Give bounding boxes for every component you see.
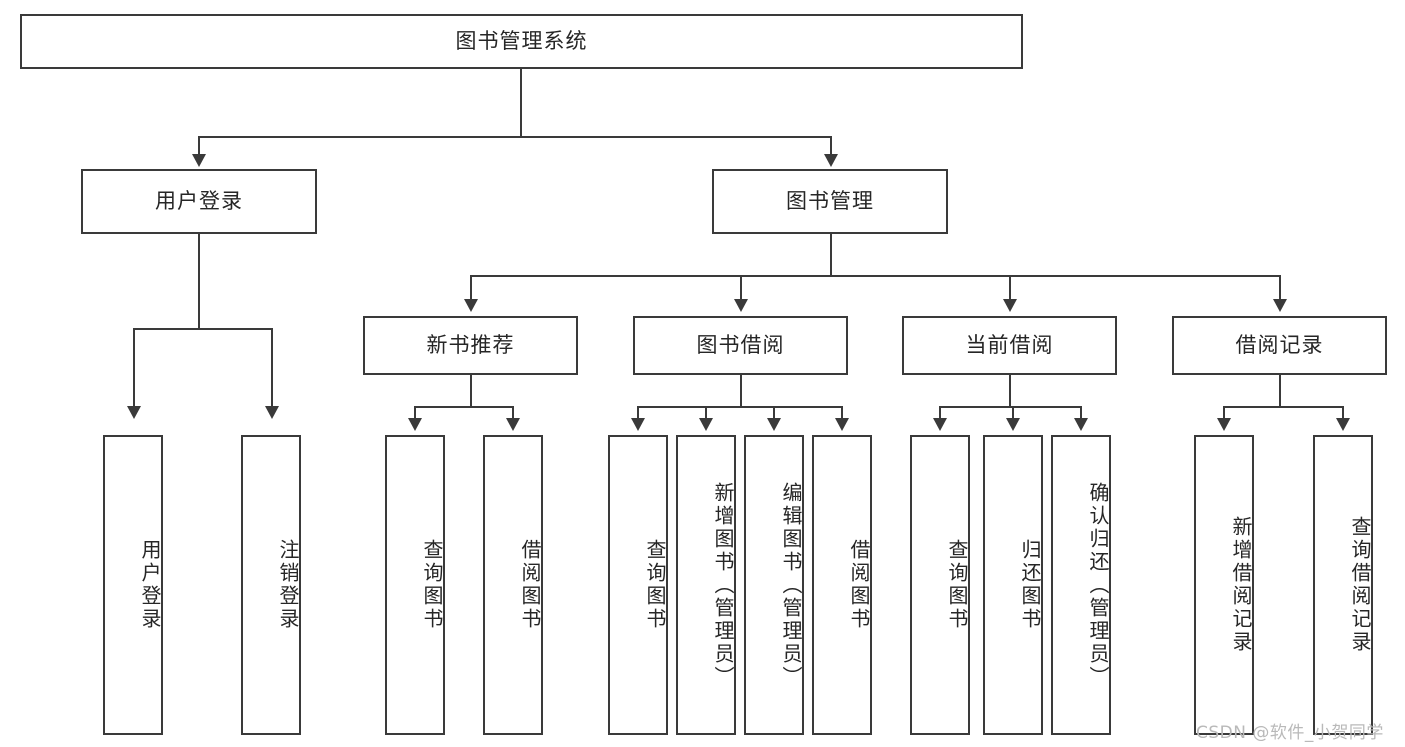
arrowhead-borrow: [734, 299, 748, 312]
connector-record-to-leaf1: [1223, 406, 1225, 420]
connector-newbook-stem: [470, 375, 472, 407]
node-new-book-recommend[interactable]: 新书推荐: [363, 316, 578, 375]
leaf-add-borrow-record[interactable]: 新增借阅记录: [1194, 435, 1254, 735]
arrowhead-borrow-leaf3: [767, 418, 781, 431]
arrowhead-record-leaf1: [1217, 418, 1231, 431]
node-label: 新增借阅记录: [1229, 516, 1253, 654]
connector-root-to-user-login: [198, 136, 200, 156]
leaf-query-book-borrow[interactable]: 查询图书: [608, 435, 668, 735]
node-root-book-management-system[interactable]: 图书管理系统: [20, 14, 1023, 69]
arrowhead-borrow-leaf2: [699, 418, 713, 431]
node-label: 确认归还（管理员）: [1086, 481, 1110, 689]
connector-current-to-leaf1: [939, 406, 941, 420]
connector-user-login-bus: [133, 328, 271, 330]
node-book-management[interactable]: 图书管理: [712, 169, 948, 234]
arrowhead-leaf-user-login: [127, 406, 141, 419]
arrowhead-borrow-leaf1: [631, 418, 645, 431]
node-label: 查询图书: [420, 539, 444, 631]
connector-book-mgmt-to-current: [1009, 275, 1011, 300]
connector-book-mgmt-stem: [830, 234, 832, 276]
node-label: 查询图书: [643, 539, 667, 631]
node-label: 编辑图书（管理员）: [779, 481, 803, 689]
connector-user-login-stem: [198, 234, 200, 329]
arrowhead-record: [1273, 299, 1287, 312]
node-current-borrow[interactable]: 当前借阅: [902, 316, 1117, 375]
leaf-return-book[interactable]: 归还图书: [983, 435, 1043, 735]
connector-borrow-bus: [637, 406, 843, 408]
connector-newbook-to-leaf1: [414, 406, 416, 420]
arrowhead-newbook-leaf2: [506, 418, 520, 431]
node-label: 用户登录: [155, 189, 243, 214]
arrowhead-record-leaf2: [1336, 418, 1350, 431]
node-label: 新书推荐: [426, 333, 515, 358]
leaf-edit-book-admin[interactable]: 编辑图书（管理员）: [744, 435, 804, 735]
connector-borrow-to-leaf1: [637, 406, 639, 420]
node-label: 当前借阅: [965, 333, 1054, 358]
leaf-add-book-admin[interactable]: 新增图书（管理员）: [676, 435, 736, 735]
arrowhead-leaf-logout: [265, 406, 279, 419]
arrowhead-newbook-leaf1: [408, 418, 422, 431]
csdn-watermark: CSDN @软件_小贺同学: [1196, 723, 1384, 743]
connector-borrow-to-leaf3: [773, 406, 775, 420]
connector-root-stem: [520, 69, 522, 137]
connector-root-to-book-mgmt: [830, 136, 832, 156]
connector-user-login-to-leaf2: [271, 328, 273, 408]
node-label: 查询图书: [945, 539, 969, 631]
connector-book-mgmt-bus: [470, 275, 1280, 277]
node-label: 借阅记录: [1235, 333, 1324, 358]
arrowhead-book-mgmt: [824, 154, 838, 167]
connector-book-mgmt-to-borrow: [740, 275, 742, 300]
node-label: 用户登录: [138, 539, 162, 631]
connector-record-to-leaf2: [1342, 406, 1344, 420]
connector-current-stem: [1009, 375, 1011, 407]
node-label: 图书借阅: [696, 333, 785, 358]
connector-borrow-to-leaf2: [705, 406, 707, 420]
arrowhead-current-leaf2: [1006, 418, 1020, 431]
leaf-borrow-book-newbook[interactable]: 借阅图书: [483, 435, 543, 735]
connector-record-stem: [1279, 375, 1281, 407]
node-label: 注销登录: [276, 539, 300, 631]
connector-current-to-leaf3: [1080, 406, 1082, 420]
arrowhead-current: [1003, 299, 1017, 312]
leaf-confirm-return-admin[interactable]: 确认归还（管理员）: [1051, 435, 1111, 735]
connector-root-bus: [198, 136, 832, 138]
connector-borrow-to-leaf4: [841, 406, 843, 420]
arrowhead-user-login: [192, 154, 206, 167]
leaf-query-borrow-record[interactable]: 查询借阅记录: [1313, 435, 1373, 735]
connector-current-to-leaf2: [1012, 406, 1014, 420]
arrowhead-current-leaf1: [933, 418, 947, 431]
node-label: 借阅图书: [847, 539, 871, 631]
node-label: 图书管理: [786, 189, 874, 214]
leaf-logout[interactable]: 注销登录: [241, 435, 301, 735]
node-label: 新增图书（管理员）: [711, 481, 735, 689]
connector-newbook-to-leaf2: [512, 406, 514, 420]
leaf-query-book-current[interactable]: 查询图书: [910, 435, 970, 735]
node-label: 图书管理系统: [455, 29, 588, 54]
connector-current-bus: [939, 406, 1082, 408]
connector-book-mgmt-to-record: [1279, 275, 1281, 300]
node-book-borrow[interactable]: 图书借阅: [633, 316, 848, 375]
leaf-borrow-book[interactable]: 借阅图书: [812, 435, 872, 735]
leaf-query-book-newbook[interactable]: 查询图书: [385, 435, 445, 735]
arrowhead-newbook: [464, 299, 478, 312]
connector-record-bus: [1223, 406, 1344, 408]
connector-book-mgmt-to-newbook: [470, 275, 472, 300]
node-borrow-record[interactable]: 借阅记录: [1172, 316, 1387, 375]
leaf-user-login[interactable]: 用户登录: [103, 435, 163, 735]
connector-borrow-stem: [740, 375, 742, 407]
node-label: 归还图书: [1018, 539, 1042, 631]
arrowhead-borrow-leaf4: [835, 418, 849, 431]
node-label: 借阅图书: [518, 539, 542, 631]
connector-newbook-bus: [414, 406, 514, 408]
connector-user-login-to-leaf1: [133, 328, 135, 408]
arrowhead-current-leaf3: [1074, 418, 1088, 431]
node-label: 查询借阅记录: [1348, 516, 1372, 654]
node-user-login[interactable]: 用户登录: [81, 169, 317, 234]
